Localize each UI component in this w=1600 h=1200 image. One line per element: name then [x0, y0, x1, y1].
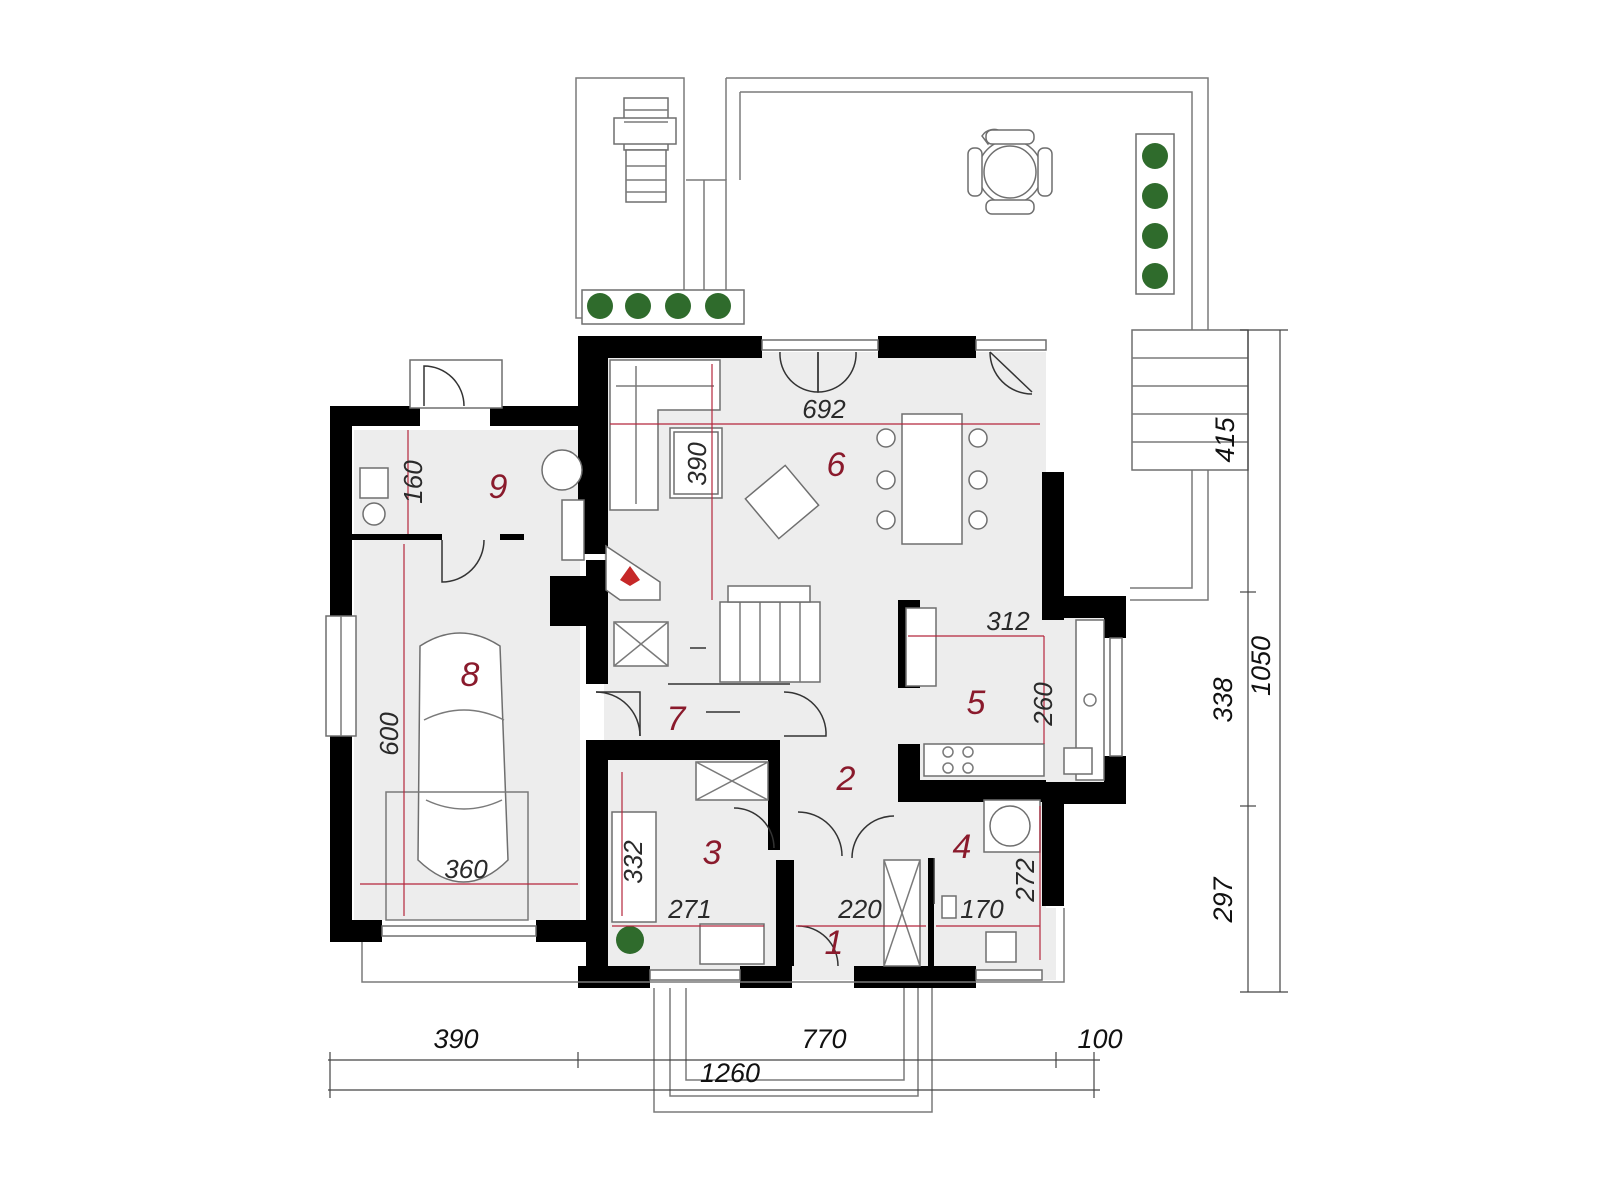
room9-depth-label: 160 — [398, 460, 428, 504]
planter-icon — [581, 289, 745, 325]
exterior-dim-bottom-right: 100 — [1077, 1024, 1122, 1054]
room3-width-label: 271 — [667, 894, 711, 924]
kitchen-counter-icon — [923, 619, 1105, 781]
planter-icon — [616, 926, 644, 954]
windows — [325, 339, 1123, 981]
room6-depth-label: 390 — [682, 442, 712, 486]
terrace-steps — [1131, 329, 1249, 471]
exterior-dim-bottom-total: 1260 — [700, 1058, 760, 1088]
door-swings — [409, 351, 1033, 967]
room5-depth-label: 260 — [1028, 682, 1058, 727]
pantry-shelf-icon — [905, 607, 937, 687]
car-icon — [385, 632, 529, 921]
room4-depth-label: 272 — [1010, 858, 1040, 903]
room-number-6: 6 — [827, 446, 846, 484]
bathroom-fixtures-icon — [941, 799, 1041, 963]
room-number-8: 8 — [461, 656, 480, 694]
room-number-4: 4 — [953, 828, 972, 866]
entrance-steps — [361, 908, 1065, 1113]
room5-width-label: 312 — [986, 606, 1030, 636]
room3-depth-label: 332 — [618, 840, 648, 884]
room-number-1: 1 — [825, 924, 844, 962]
room-number-3: 3 — [703, 834, 722, 872]
exterior-dim-bottom-middle: 770 — [801, 1024, 846, 1054]
room-number-2: 2 — [836, 760, 856, 798]
dining-table-icon — [876, 413, 988, 545]
exterior-dim-bottom-left: 390 — [433, 1024, 478, 1054]
room-number-5: 5 — [967, 684, 986, 722]
room-number-7: 7 — [667, 700, 687, 738]
wardrobe-icon — [611, 761, 921, 967]
exterior-dim-right-total: 1050 — [1246, 636, 1276, 696]
room6-width-label: 692 — [802, 394, 846, 424]
coffee-table-icon — [669, 427, 723, 499]
room-number-9: 9 — [489, 468, 508, 506]
fireplace-icon — [605, 544, 661, 601]
exterior-dim-right-lower: 297 — [1208, 876, 1238, 923]
room8-depth-label: 600 — [374, 712, 404, 756]
interior-dimension-lines — [360, 364, 1045, 960]
exterior-dimension-lines — [328, 329, 1288, 1098]
stairs-icon — [613, 585, 821, 713]
armchair-icon — [744, 464, 820, 540]
room1-width-label: 220 — [837, 894, 882, 924]
room4-width-label: 170 — [960, 894, 1004, 924]
round-table-icon — [967, 128, 1053, 215]
room8-width-label: 360 — [444, 854, 488, 884]
planter-icon — [1135, 133, 1175, 295]
sun-lounger-icon — [613, 97, 677, 203]
exterior-dim-right-upper: 338 — [1208, 677, 1238, 722]
boiler-room-fixtures-icon — [359, 449, 585, 561]
exterior-dim-right-terrace: 415 — [1210, 416, 1240, 462]
sofa-icon — [609, 359, 721, 511]
